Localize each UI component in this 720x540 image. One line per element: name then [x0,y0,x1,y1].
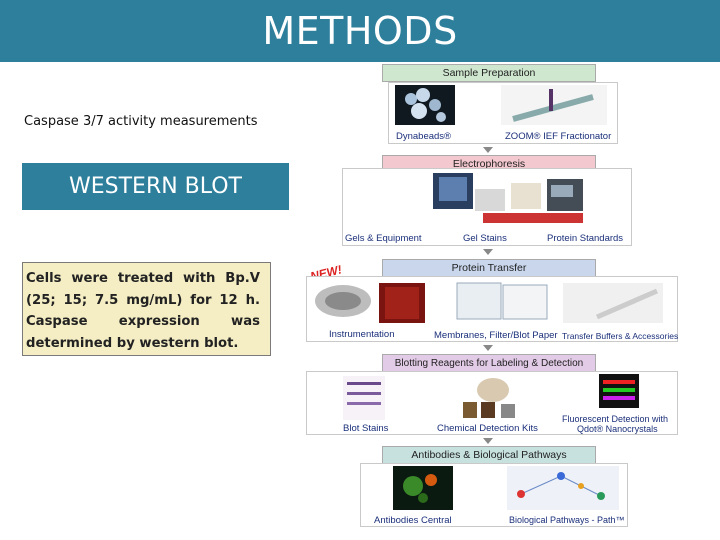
stage-sample-preparation: Sample Preparation [382,64,596,82]
fluorescent-detection-label: Fluorescent Detection with [562,414,669,424]
protein-standards-label: Protein Standards [547,233,624,244]
transfer-buffers-label: Transfer Buffers & Accessories [562,331,679,341]
qdot-label: Qdot® Nanocrystals [577,424,658,434]
blotting-panel [306,371,678,435]
dynabeads-label: Dynabeads® [396,131,452,142]
antibodies-central-label: Antibodies Central [374,515,452,526]
title-bar: METHODS [0,0,720,62]
stage-antibodies-pathways: Antibodies & Biological Pathways [382,446,596,464]
membranes-label: Membranes, Filter/Blot Paper [434,330,558,341]
gel-stains-label: Gel Stains [463,233,507,244]
arrow-icon [483,147,493,153]
dynabeads-image [395,85,607,125]
page-title: METHODS [262,9,458,53]
western-blot-label: WESTERN BLOT [22,163,289,210]
description-box: Cells were treated with Bp.V (25; 15; 7.… [22,262,271,356]
blot-stains-label: Blot Stains [343,423,389,434]
stage-protein-transfer: Protein Transfer [382,259,596,277]
gels-equipment-label: Gels & Equipment [345,233,422,244]
caspase-text: Caspase 3/7 activity measurements [24,114,258,129]
electrophoresis-image [433,173,583,223]
biological-pathways-label: Biological Pathways - Path™ [509,515,625,525]
arrow-icon [483,249,493,255]
stage-blotting-reagents: Blotting Reagents for Labeling & Detecti… [382,354,596,372]
arrow-icon [483,438,493,444]
chemical-detection-label: Chemical Detection Kits [437,423,538,434]
protein-transfer-image [315,282,663,323]
antibodies-image [393,466,619,510]
electrophoresis-panel [342,168,632,246]
zoom-label: ZOOM® IEF Fractionator [505,131,612,142]
arrow-icon [483,345,493,351]
sample-prep-panel [388,82,618,144]
protein-transfer-panel [306,276,678,342]
blotting-image [343,374,639,420]
instrumentation-label: Instrumentation [329,329,395,340]
antibodies-panel [360,463,628,527]
